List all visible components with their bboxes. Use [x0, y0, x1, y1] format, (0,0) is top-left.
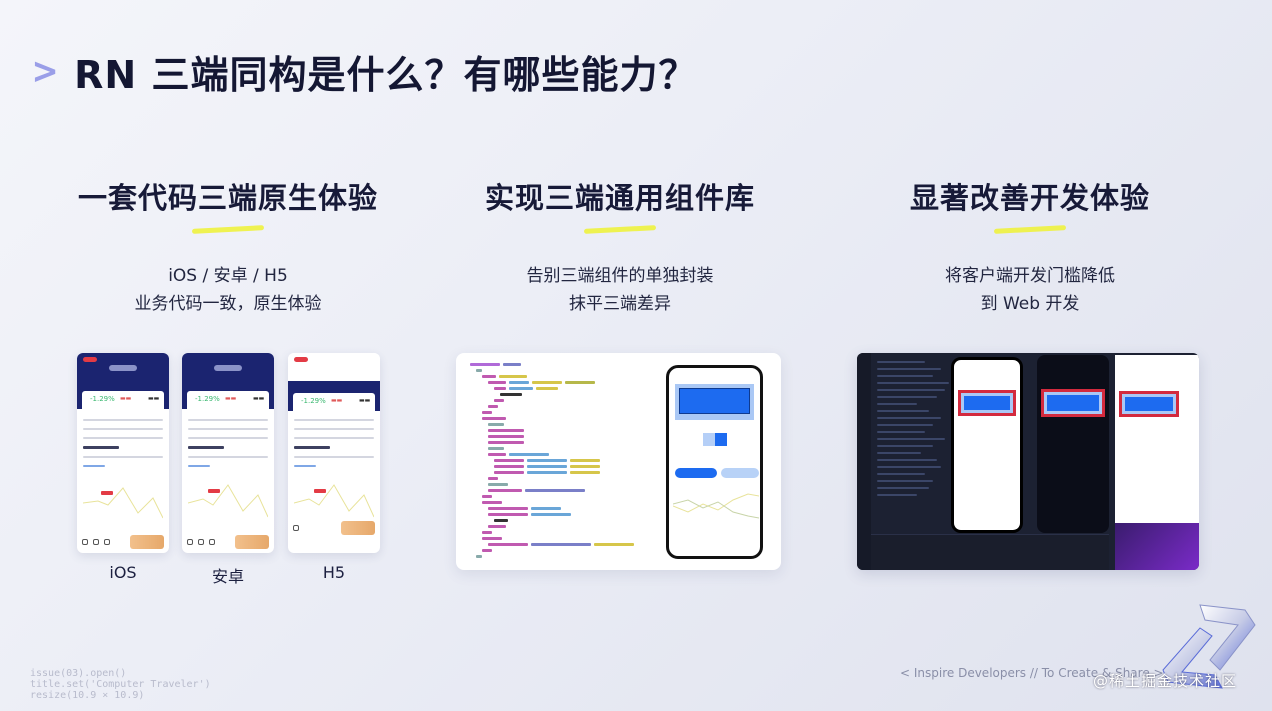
line-chart-preview [673, 493, 759, 519]
status-badge [83, 357, 97, 362]
feature-desc-line: 业务代码一致，原生体验 [134, 294, 322, 314]
ios-phone-screenshot: -1.29% ▬▬ ▬▬ [77, 353, 169, 553]
highlight-underline [191, 225, 265, 234]
blurred-title [109, 365, 137, 371]
code-snippet [470, 363, 670, 561]
feature-heading: 显著改善开发体验 [909, 181, 1150, 215]
primary-button-preview [675, 468, 717, 478]
ide-code [877, 361, 957, 501]
footer-code-line: title.set('Computer Traveler') [30, 679, 211, 690]
stat-value: -1.29% [90, 395, 115, 403]
stat-value-dark: ▬▬ [148, 395, 160, 402]
watermark: @稀土掘金技术社区 [1093, 672, 1238, 690]
web-browser-preview [1115, 355, 1199, 523]
dev-environment-screenshot [857, 353, 1199, 570]
line-chart [294, 484, 374, 518]
stat-value: -1.29% [301, 397, 326, 405]
component-code-preview [456, 353, 781, 570]
slide-title: RN 三端同构是什么？有哪些能力？ [74, 53, 698, 97]
stat-value: -1.29% [195, 395, 220, 403]
feature-desc-line: 抹平三端差异 [569, 294, 671, 314]
feature-desc-line: 将客户端开发门槛降低 [945, 266, 1115, 286]
stats-card: -1.29% ▬▬ ▬▬ [293, 393, 375, 415]
ide-terminal [871, 534, 1109, 570]
feature-description: 告别三端组件的单独封装 抹平三端差异 [455, 262, 785, 318]
android-emulator [1037, 355, 1109, 533]
feature-heading: 一套代码三端原生体验 [77, 181, 378, 215]
stat-value-red: ▬▬ [120, 395, 132, 402]
ide-sidebar [857, 353, 871, 570]
bottom-bar [77, 531, 169, 553]
feature-heading: 实现三端通用组件库 [484, 181, 755, 215]
platform-label: iOS [109, 563, 137, 582]
stats-card: -1.29% ▬▬ ▬▬ [82, 391, 164, 413]
line-chart [83, 487, 163, 519]
platform-label: H5 [322, 563, 346, 582]
footer-code-line: issue(03).open() [30, 668, 127, 679]
cta-button [341, 521, 375, 535]
feature-column-component-library: 实现三端通用组件库 告别三端组件的单独封装 抹平三端差异 [455, 175, 785, 318]
stat-value-dark: ▬▬ [359, 397, 371, 404]
cta-button [130, 535, 164, 549]
ios-simulator [951, 357, 1023, 533]
feature-desc-line: 告别三端组件的单独封装 [526, 266, 714, 286]
conference-logo-icon [1162, 604, 1256, 689]
secondary-button-preview [721, 468, 759, 478]
feature-description: iOS / 安卓 / H5 业务代码一致，原生体验 [58, 262, 398, 318]
swatch-light [703, 433, 715, 446]
feature-column-dev-experience: 显著改善开发体验 将客户端开发门槛降低 到 Web 开发 [870, 175, 1190, 318]
highlight-underline [583, 225, 657, 234]
status-badge [294, 357, 308, 362]
stat-value-red: ▬▬ [225, 395, 237, 402]
content-lines [294, 419, 374, 474]
stat-value-dark: ▬▬ [253, 395, 265, 402]
h5-phone-screenshot: -1.29% ▬▬ ▬▬ [288, 353, 380, 553]
feature-desc-line: iOS / 安卓 / H5 [168, 266, 288, 286]
feature-description: 将客户端开发门槛降低 到 Web 开发 [870, 262, 1190, 318]
cta-button [235, 535, 269, 549]
content-lines [83, 419, 163, 474]
bottom-bar [182, 531, 274, 553]
feature-column-cross-platform: 一套代码三端原生体验 iOS / 安卓 / H5 业务代码一致，原生体验 [58, 175, 398, 318]
component-preview-phone [666, 365, 763, 559]
box-component-preview [675, 384, 754, 420]
swatch-dark [715, 433, 727, 446]
android-phone-screenshot: -1.29% ▬▬ ▬▬ [182, 353, 274, 553]
desktop-wallpaper [1115, 523, 1199, 570]
stats-card: -1.29% ▬▬ ▬▬ [187, 391, 269, 413]
chevron-right-icon: > [31, 50, 59, 92]
footer-code-decoration: issue(03).open() title.set('Computer Tra… [30, 668, 211, 701]
stat-value-red: ▬▬ [331, 397, 343, 404]
highlight-underline [993, 225, 1067, 234]
feature-desc-line: 到 Web 开发 [980, 294, 1080, 314]
footer-code-line: resize(10.9 × 10.9) [30, 690, 145, 701]
content-lines [188, 419, 268, 474]
platform-screenshots: -1.29% ▬▬ ▬▬ iOS -1.29% [77, 353, 383, 593]
line-chart [188, 484, 268, 518]
slide-title-row: > RN 三端同构是什么？有哪些能力？ [30, 44, 697, 99]
footer-tagline: < Inspire Developers // To Create & Shar… [900, 666, 1164, 680]
platform-label: 安卓 [211, 567, 244, 586]
bottom-bar [288, 517, 380, 539]
browser-header [288, 353, 380, 381]
blurred-title [214, 365, 242, 371]
